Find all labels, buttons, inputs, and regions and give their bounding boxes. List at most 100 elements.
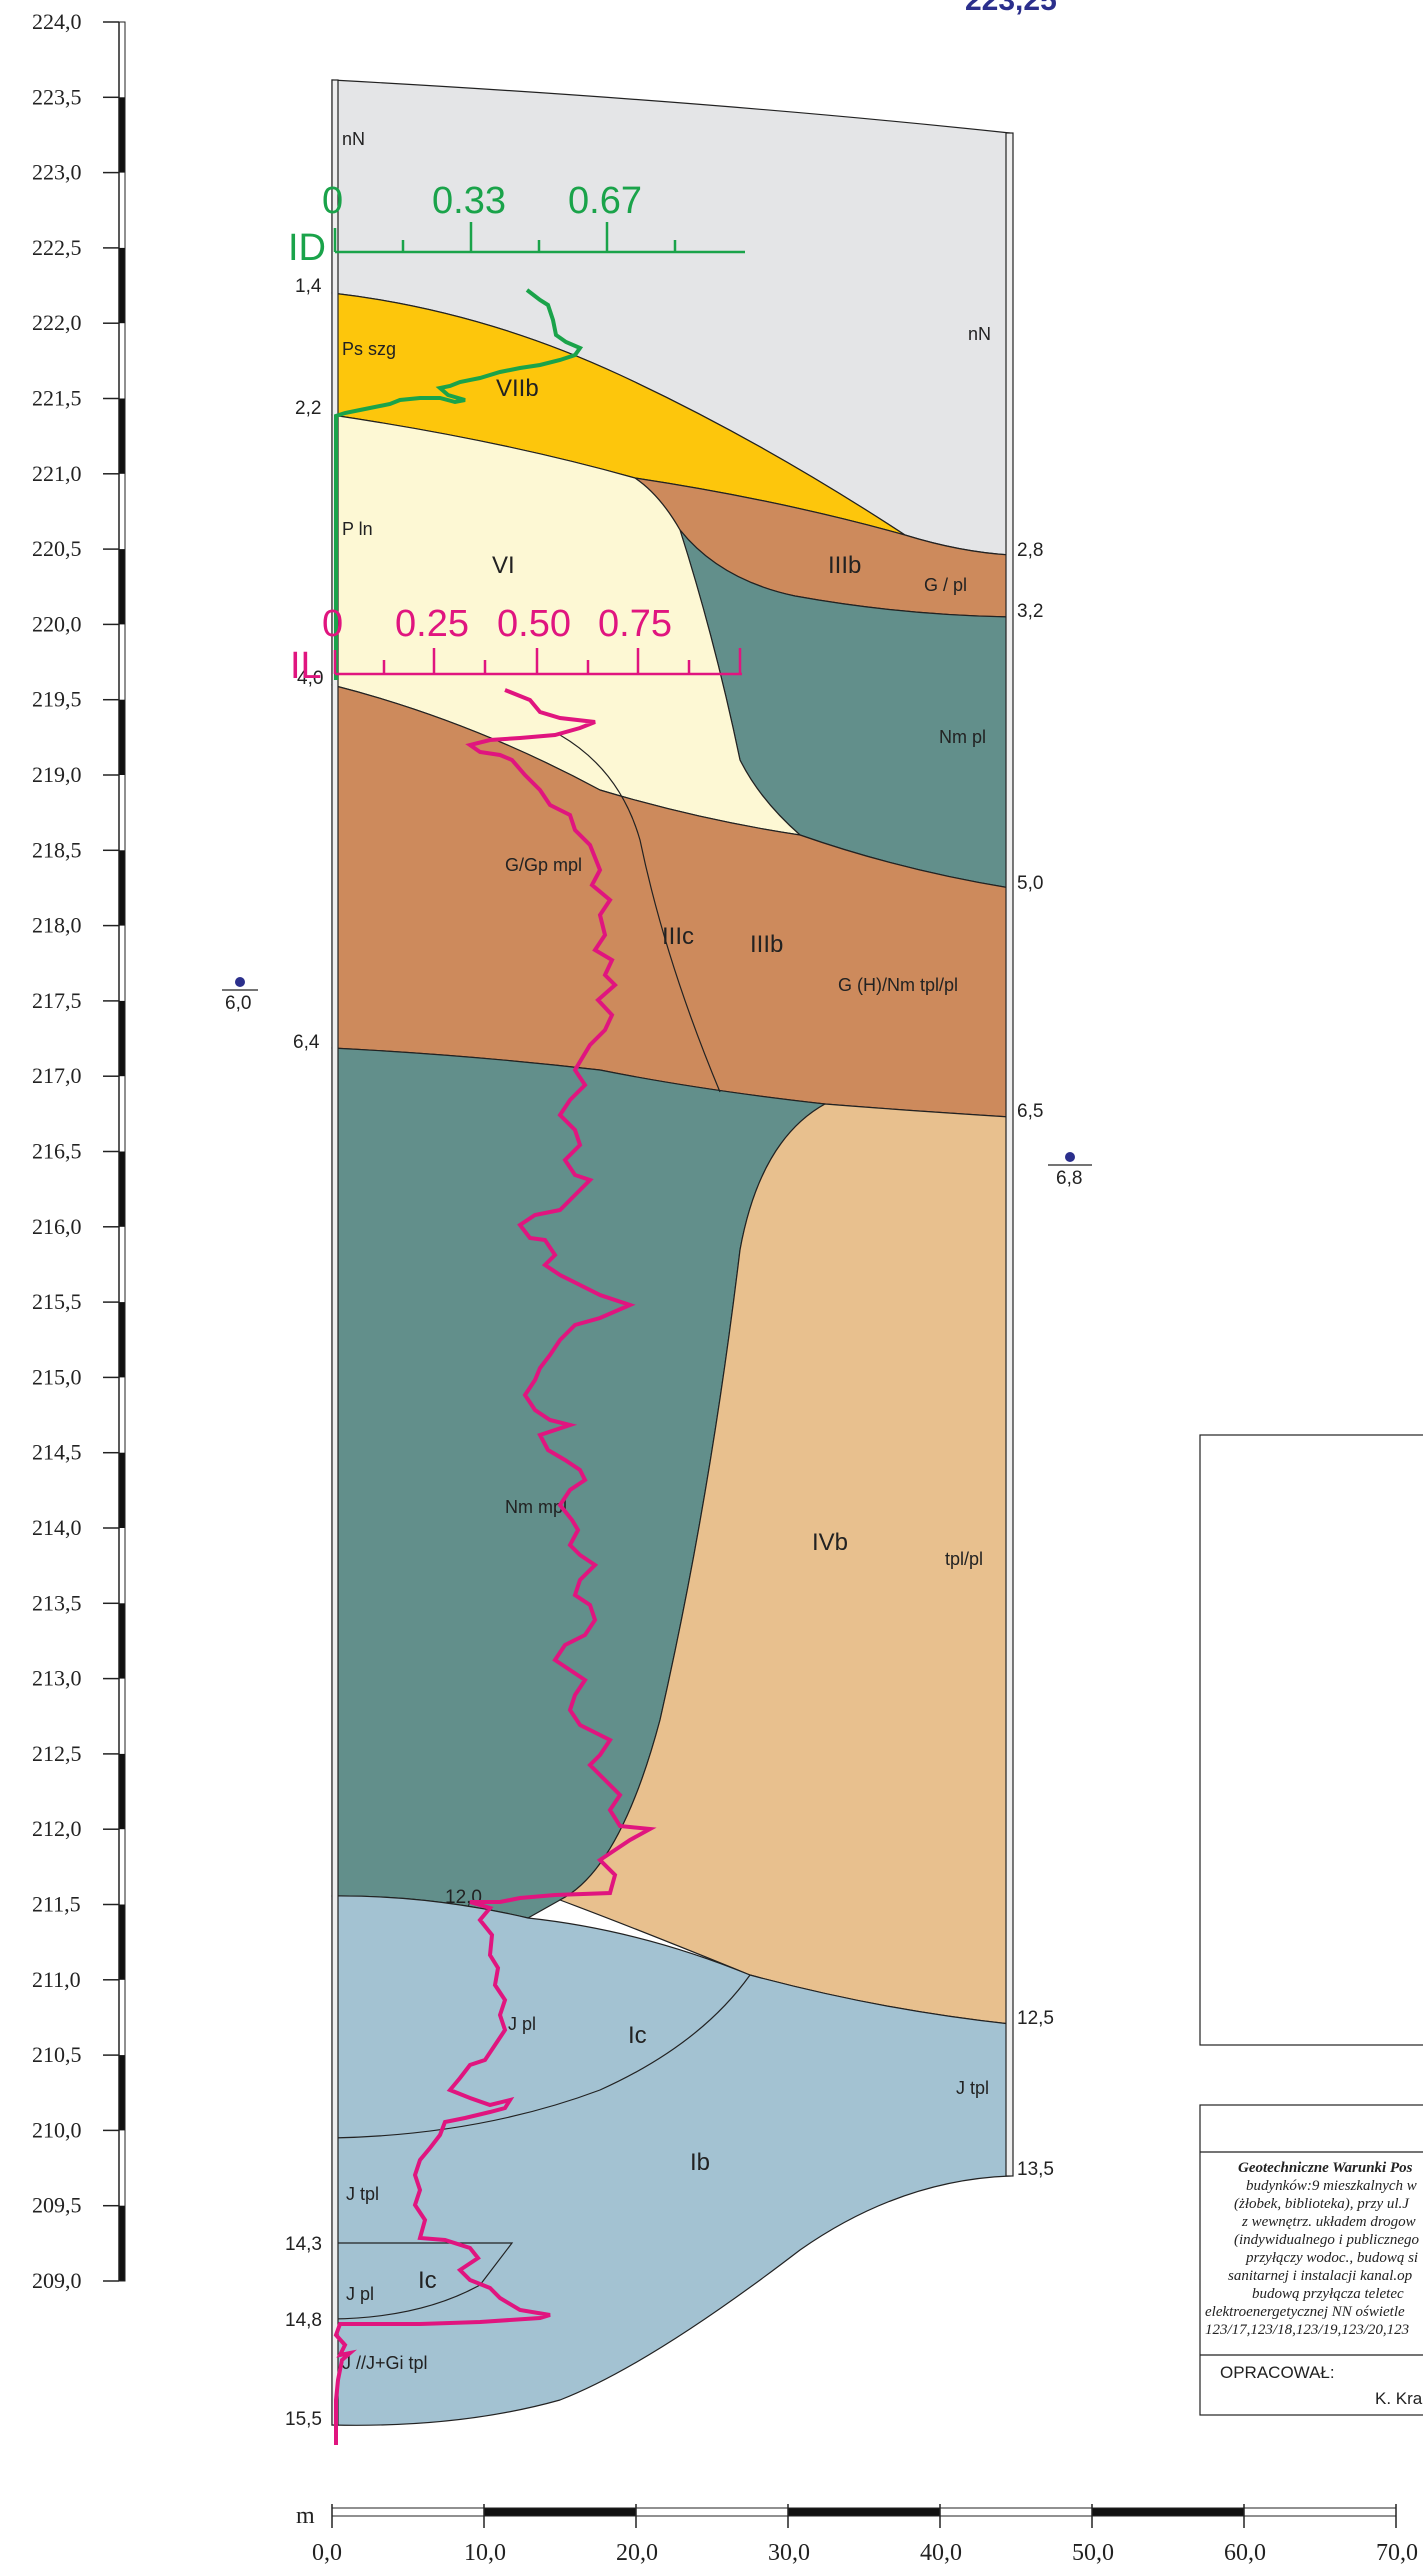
elevation-axis-bar	[119, 1151, 125, 1227]
elevation-tick-label: 221,5	[32, 386, 82, 411]
distance-tick-label: 0,0	[312, 2540, 342, 2566]
title-line-3: (żłobek, biblioteka), przy ul.J	[1234, 2196, 1410, 2212]
depth-6-4: 6,4	[293, 1032, 320, 1053]
elevation-tick-label: 222,0	[32, 310, 82, 335]
depth-13-5: 13,5	[1017, 2159, 1054, 2180]
distance-scale-bar	[331, 2507, 485, 2517]
elevation-tick-label: 217,0	[32, 1063, 82, 1088]
title-line-10: 123/17,123/18,123/19,123/20,123	[1205, 2322, 1409, 2338]
elevation-tick-label: 218,0	[32, 913, 82, 938]
id-axis-label: ID	[288, 227, 326, 269]
elevation-axis-bar	[119, 2205, 125, 2281]
elevation-tick-label: 222,5	[32, 235, 82, 260]
water-level-right-icon	[1065, 1152, 1075, 1162]
il-curve	[333, 688, 657, 2445]
elevation-axis-bar	[119, 699, 125, 775]
elevation-tick-label: 216,5	[32, 1139, 82, 1164]
il-tick-075: 0.75	[598, 603, 672, 645]
elevation-tick-label: 223,0	[32, 160, 82, 185]
elevation-axis-bar	[119, 1753, 125, 1830]
layers	[331, 79, 1011, 2426]
class-ic-upper: Ic	[628, 2022, 647, 2049]
class-viib: VIIb	[496, 375, 539, 402]
distance-scale-bar	[939, 2507, 1093, 2517]
title-line-9: elektroenergetycznej NN oświetle	[1205, 2304, 1405, 2320]
depth-3-2: 3,2	[1017, 601, 1043, 622]
distance-scale-bar	[635, 2507, 789, 2517]
il-tick-025: 0.25	[395, 603, 469, 645]
elevation-tick-label: 220,0	[32, 611, 82, 636]
elevation-tick-label: 213,0	[32, 1666, 82, 1691]
il-scale	[333, 648, 742, 676]
distance-tick-label: 60,0	[1224, 2540, 1266, 2566]
elevation-tick-label: 209,5	[32, 2193, 82, 2218]
elevation-tick-label: 216,0	[32, 1214, 82, 1239]
distance-scale-bar	[1243, 2507, 1397, 2517]
distance-scale-bar	[787, 2507, 941, 2517]
title-line-4: z wewnętrz. układem drogow	[1241, 2214, 1416, 2230]
right-borehole-column	[1005, 132, 1014, 2177]
label-nm-pl: Nm pl	[939, 727, 986, 747]
distance-tick-label: 10,0	[464, 2540, 506, 2566]
il-tick-050: 0.50	[497, 603, 571, 645]
elevation-axis-bar	[119, 1603, 125, 1679]
elevation-axis-bar	[119, 549, 125, 625]
class-vi: VI	[492, 552, 515, 579]
title-line-5: (indywidualnego i publicznego	[1234, 2232, 1419, 2248]
elevation-tick-label: 211,5	[32, 1892, 81, 1917]
depth-4-0: 4,0	[297, 668, 323, 689]
water-level-left-icon	[235, 977, 245, 987]
label-nN-left: nN	[342, 129, 365, 149]
elevation-axis: 224,0223,5223,0222,5222,0221,5221,0220,5…	[32, 9, 126, 2293]
elevation-axis-bar	[119, 1904, 125, 1980]
label-g-gp-mpl: G/Gp mpl	[505, 855, 582, 875]
distance-unit-label: m	[296, 2503, 315, 2529]
class-ic-lower: Ic	[418, 2267, 437, 2294]
depth-1-4: 1,4	[295, 276, 322, 297]
elevation-tick-label: 219,0	[32, 762, 82, 787]
elevation-tick-label: 211,0	[32, 1967, 81, 1992]
elevation-axis-bar	[119, 850, 125, 926]
class-ib: Ib	[690, 2149, 710, 2176]
elevation-tick-label: 214,5	[32, 1440, 82, 1465]
water-level-right: 6,8	[1048, 1152, 1092, 1189]
id-tick-033: 0.33	[432, 180, 506, 222]
id-scale	[333, 222, 745, 254]
boundary-iiic	[559, 734, 721, 1093]
class-ivb: IVb	[812, 1529, 848, 1556]
elevation-axis-bar	[119, 247, 125, 324]
label-j-gi-tpl: J //J+Gi tpl	[342, 2353, 428, 2373]
top-elevation-label: 223,25	[965, 0, 1057, 17]
label-g-pl: G / pl	[924, 575, 967, 595]
depth-15-5: 15,5	[285, 2409, 322, 2430]
class-iiic: IIIc	[662, 923, 694, 950]
elevation-tick-label: 224,0	[32, 9, 82, 34]
label-ps-szg: Ps szg	[342, 339, 396, 359]
distance-tick-label: 70,0	[1376, 2540, 1418, 2566]
title-line-6: przyłączy wodoc., budową si	[1245, 2250, 1418, 2266]
label-p-ln: P ln	[342, 519, 373, 539]
label-nN-right: nN	[968, 324, 991, 344]
id-tick-067: 0.67	[568, 180, 642, 222]
layer-labels: nN nN Ps szg P ln G / pl Nm pl G/Gp mpl …	[342, 129, 991, 2373]
title-line-8: budową przyłącza teletec	[1252, 2286, 1404, 2302]
distance-tick-label: 40,0	[920, 2540, 962, 2566]
id-curve	[334, 288, 584, 680]
label-tpl-pl: tpl/pl	[945, 1549, 983, 1569]
label-j-pl-upper: J pl	[508, 2014, 536, 2034]
elevation-tick-label: 220,5	[32, 536, 82, 561]
id-tick-0: 0	[322, 180, 343, 222]
class-iiib: IIIb	[750, 931, 783, 958]
elevation-tick-label: 223,5	[32, 84, 82, 109]
elevation-tick-label: 217,5	[32, 988, 82, 1013]
depth-14-3: 14,3	[285, 2234, 322, 2255]
depth-5-0: 5,0	[1017, 873, 1043, 894]
water-level-left-value: 6,0	[225, 993, 251, 1014]
elevation-tick-label: 210,0	[32, 2117, 82, 2142]
depth-2-2: 2,2	[295, 398, 321, 419]
author-name: K. Kra	[1375, 2389, 1423, 2408]
title-line-2: budynków:9 mieszkalnych w	[1246, 2178, 1417, 2194]
boundary-ic-upper	[331, 1974, 751, 2139]
